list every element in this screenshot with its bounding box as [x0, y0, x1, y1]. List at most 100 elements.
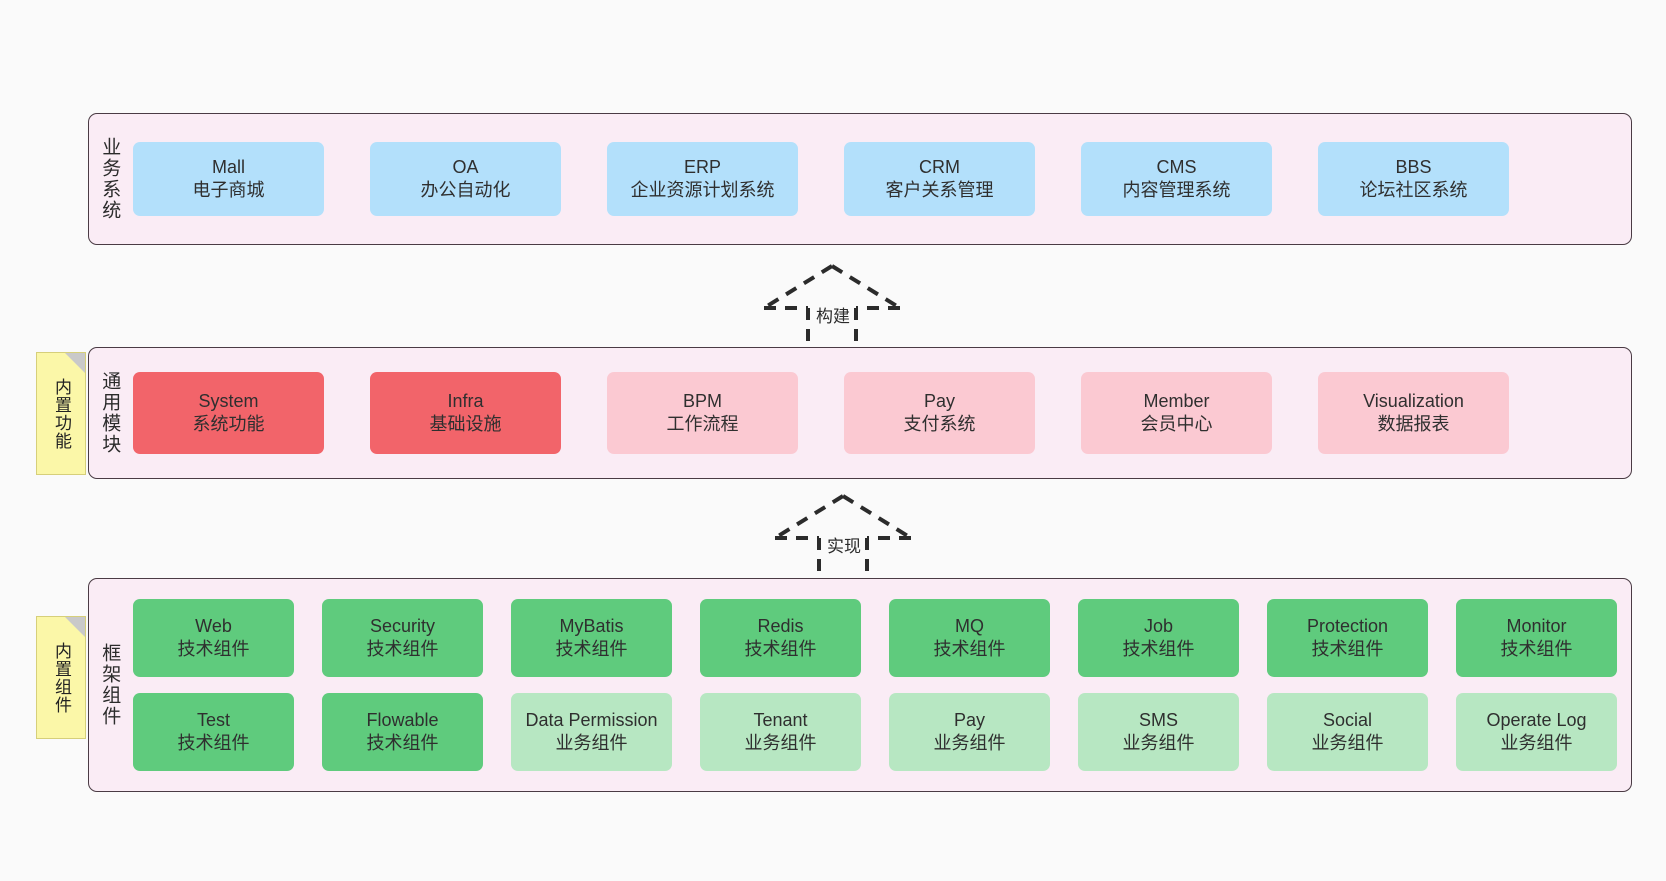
layer-body-common: System 系统功能 Infra 基础设施 BPM 工作流程 Pay 支付系统…: [129, 348, 1631, 478]
card-oa[interactable]: OA 办公自动化: [370, 142, 561, 216]
card-title: Data Permission: [525, 709, 658, 730]
card-subtitle: 技术组件: [366, 639, 439, 659]
layer-title-framework: 框架组件: [99, 643, 121, 727]
card-subtitle: 技术组件: [177, 733, 250, 753]
card-subtitle: 技术组件: [1122, 639, 1195, 659]
card-subtitle: 电子商城: [192, 180, 265, 200]
card-visualization[interactable]: Visualization 数据报表: [1318, 372, 1509, 454]
card-subtitle: 数据报表: [1377, 414, 1450, 434]
card-subtitle: 业务组件: [1311, 733, 1384, 753]
card-title: Social: [1322, 709, 1373, 730]
layer-title-common: 通用模块: [99, 371, 121, 455]
card-job[interactable]: Job 技术组件: [1078, 599, 1239, 677]
card-title: Visualization: [1363, 390, 1464, 411]
card-subtitle: 内容管理系统: [1122, 180, 1231, 200]
layer-framework-components: 框架组件 Web 技术组件 Security 技术组件 MyBatis 技术组件…: [88, 578, 1632, 792]
card-subtitle: 技术组件: [744, 639, 817, 659]
connector-label-implement: 实现: [827, 537, 861, 556]
card-subtitle: 工作流程: [666, 414, 739, 434]
card-subtitle: 客户关系管理: [885, 180, 994, 200]
card-title: BPM: [682, 390, 722, 411]
card-subtitle: 技术组件: [933, 639, 1006, 659]
dashed-generalization-arrow-icon: [762, 264, 902, 352]
card-title: Member: [1143, 390, 1210, 411]
card-subtitle: 业务组件: [933, 733, 1006, 753]
card-tenant[interactable]: Tenant 业务组件: [700, 693, 861, 771]
layer-title-business: 业务系统: [99, 137, 121, 221]
card-subtitle: 技术组件: [177, 639, 250, 659]
note-fold-corner-icon: [65, 617, 85, 637]
card-title: BBS: [1395, 156, 1432, 177]
card-title: Operate Log: [1486, 709, 1587, 730]
card-subtitle: 基础设施: [429, 414, 502, 434]
card-title: MyBatis: [559, 615, 624, 636]
card-member[interactable]: Member 会员中心: [1081, 372, 1272, 454]
card-title: Pay: [953, 709, 986, 730]
card-mq[interactable]: MQ 技术组件: [889, 599, 1050, 677]
card-subtitle: 技术组件: [1311, 639, 1384, 659]
card-flowable[interactable]: Flowable 技术组件: [322, 693, 483, 771]
card-subtitle: 业务组件: [1500, 733, 1573, 753]
card-subtitle: 会员中心: [1140, 414, 1213, 434]
card-sms[interactable]: SMS 业务组件: [1078, 693, 1239, 771]
card-erp[interactable]: ERP 企业资源计划系统: [607, 142, 798, 216]
card-title: ERP: [683, 156, 721, 177]
card-subtitle: 论坛社区系统: [1359, 180, 1468, 200]
card-title: Flowable: [366, 709, 439, 730]
connector-build: 构建: [752, 262, 912, 352]
card-redis[interactable]: Redis 技术组件: [700, 599, 861, 677]
card-data-permission[interactable]: Data Permission 业务组件: [511, 693, 672, 771]
note-builtin-components: 内置组件: [36, 616, 86, 739]
card-title: SMS: [1138, 709, 1178, 730]
card-title: Security: [369, 615, 436, 636]
layer-business-systems: 业务系统 Mall 电子商城 OA 办公自动化 ERP 企业资源计划系统 CRM…: [88, 113, 1632, 245]
card-protection[interactable]: Protection 技术组件: [1267, 599, 1428, 677]
dashed-generalization-arrow-icon: [773, 494, 913, 582]
card-operate-log[interactable]: Operate Log 业务组件: [1456, 693, 1617, 771]
card-subtitle: 业务组件: [744, 733, 817, 753]
card-title: Pay: [923, 390, 956, 411]
note-builtin-functions: 内置功能: [36, 352, 86, 475]
note-text: 内置功能: [52, 377, 72, 450]
card-subtitle: 企业资源计划系统: [630, 180, 775, 200]
card-pay-module[interactable]: Pay 支付系统: [844, 372, 1035, 454]
card-pay-component[interactable]: Pay 业务组件: [889, 693, 1050, 771]
framework-grid: Web 技术组件 Security 技术组件 MyBatis 技术组件 Redi…: [133, 599, 1621, 771]
card-monitor[interactable]: Monitor 技术组件: [1456, 599, 1617, 677]
card-mybatis[interactable]: MyBatis 技术组件: [511, 599, 672, 677]
card-title: CRM: [919, 156, 960, 177]
card-bpm[interactable]: BPM 工作流程: [607, 372, 798, 454]
card-cms[interactable]: CMS 内容管理系统: [1081, 142, 1272, 216]
card-social[interactable]: Social 业务组件: [1267, 693, 1428, 771]
layer-body-business: Mall 电子商城 OA 办公自动化 ERP 企业资源计划系统 CRM 客户关系…: [129, 114, 1631, 244]
card-title: Mall: [211, 156, 245, 177]
card-system[interactable]: System 系统功能: [133, 372, 324, 454]
card-subtitle: 办公自动化: [420, 180, 511, 200]
card-subtitle: 技术组件: [366, 733, 439, 753]
card-web[interactable]: Web 技术组件: [133, 599, 294, 677]
connector-label-build: 构建: [816, 307, 850, 326]
card-title: MQ: [955, 615, 984, 636]
card-subtitle: 技术组件: [1500, 639, 1573, 659]
card-mall[interactable]: Mall 电子商城: [133, 142, 324, 216]
card-title: Web: [195, 615, 232, 636]
card-title: OA: [452, 156, 479, 177]
card-bbs[interactable]: BBS 论坛社区系统: [1318, 142, 1509, 216]
card-title: System: [198, 390, 259, 411]
card-subtitle: 支付系统: [903, 414, 976, 434]
card-infra[interactable]: Infra 基础设施: [370, 372, 561, 454]
card-security[interactable]: Security 技术组件: [322, 599, 483, 677]
card-title: Redis: [757, 615, 804, 636]
card-title: Tenant: [753, 709, 808, 730]
card-title: Job: [1143, 615, 1174, 636]
card-crm[interactable]: CRM 客户关系管理: [844, 142, 1035, 216]
card-title: Test: [196, 709, 230, 730]
note-text: 内置组件: [52, 641, 72, 714]
card-subtitle: 技术组件: [555, 639, 628, 659]
card-title: CMS: [1156, 156, 1197, 177]
card-title: Infra: [447, 390, 484, 411]
note-fold-corner-icon: [65, 353, 85, 373]
card-test[interactable]: Test 技术组件: [133, 693, 294, 771]
card-subtitle: 业务组件: [555, 733, 628, 753]
connector-implement: 实现: [763, 492, 923, 582]
